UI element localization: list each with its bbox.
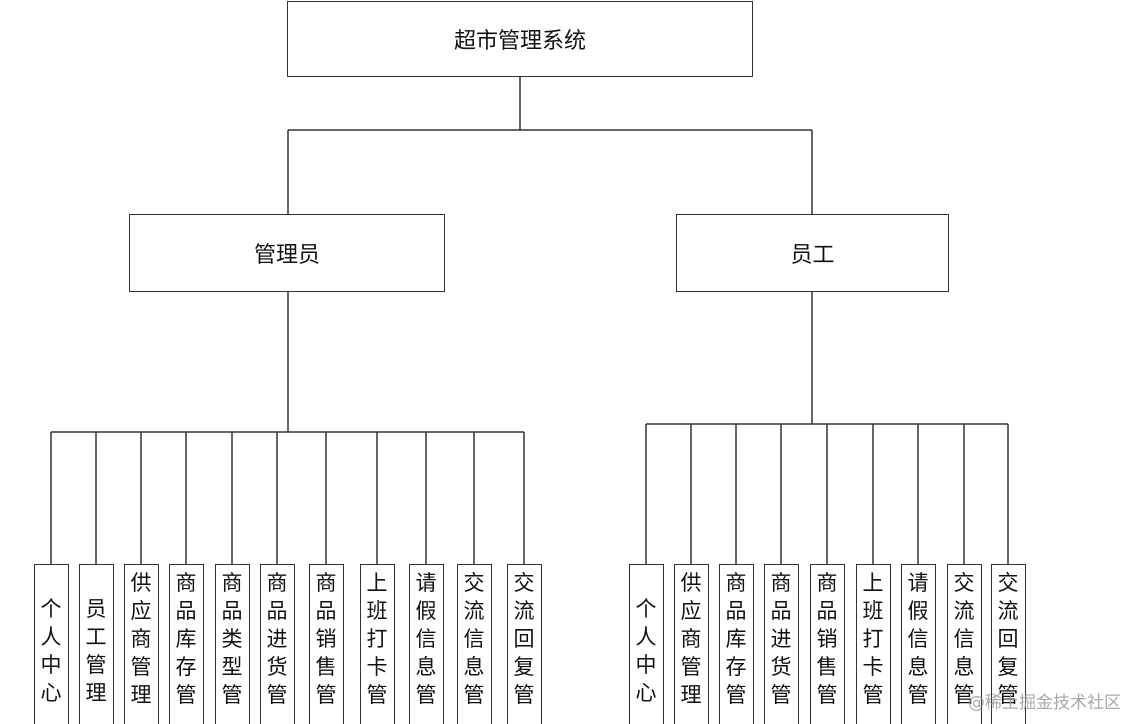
employee-function-label: 供 应 商 管 理 xyxy=(680,571,702,707)
admin-function-label: 商 品 进 货 管 xyxy=(266,571,288,707)
employee-function-label: 请 假 信 息 管 xyxy=(907,571,929,707)
admin-function-node: 交 流 信 息 管 xyxy=(456,564,492,724)
employee-function-node: 上 班 打 卡 管 xyxy=(855,564,891,724)
admin-function-label: 商 品 销 售 管 xyxy=(315,571,337,707)
employee-node: 员工 xyxy=(676,214,949,292)
employee-function-label: 商 品 库 存 管 xyxy=(725,571,747,707)
root-label: 超市管理系统 xyxy=(453,29,586,54)
employee-function-node: 商 品 销 售 管 xyxy=(809,564,845,724)
employee-function-node: 请 假 信 息 管 xyxy=(900,564,936,724)
admin-function-node: 个 人 中 心 xyxy=(33,564,69,724)
admin-function-node: 商 品 类 型 管 xyxy=(214,564,250,724)
employee-function-node: 交 流 信 息 管 xyxy=(946,564,982,724)
employee-function-label: 交 流 信 息 管 xyxy=(953,571,975,707)
admin-function-label: 请 假 信 息 管 xyxy=(415,571,437,707)
employee-function-label: 商 品 销 售 管 xyxy=(816,571,838,707)
admin-function-label: 员 工 管 理 xyxy=(85,597,107,705)
admin-function-label: 个 人 中 心 xyxy=(40,597,62,705)
employee-function-node: 交 流 回 复 管 xyxy=(990,564,1026,724)
employee-function-label: 个 人 中 心 xyxy=(635,597,657,705)
admin-function-label: 商 品 库 存 管 xyxy=(175,571,197,707)
admin-function-node: 供 应 商 管 理 xyxy=(123,564,159,724)
admin-function-node: 商 品 销 售 管 xyxy=(308,564,344,724)
root-node: 超市管理系统 xyxy=(287,1,753,77)
employee-function-node: 个 人 中 心 xyxy=(628,564,664,724)
employee-function-label: 交 流 回 复 管 xyxy=(997,571,1019,707)
admin-function-label: 商 品 类 型 管 xyxy=(221,571,243,707)
employee-function-label: 上 班 打 卡 管 xyxy=(862,571,884,707)
admin-function-label: 上 班 打 卡 管 xyxy=(366,571,388,707)
admin-function-node: 员 工 管 理 xyxy=(78,564,114,724)
employee-function-node: 供 应 商 管 理 xyxy=(673,564,709,724)
admin-node: 管理员 xyxy=(129,214,445,292)
admin-label: 管理员 xyxy=(253,243,320,268)
admin-function-node: 请 假 信 息 管 xyxy=(408,564,444,724)
admin-function-node: 商 品 库 存 管 xyxy=(168,564,204,724)
employee-function-node: 商 品 库 存 管 xyxy=(718,564,754,724)
watermark: @稀土掘金技术社区 xyxy=(968,693,1121,713)
admin-function-label: 交 流 回 复 管 xyxy=(513,571,535,707)
admin-function-label: 交 流 信 息 管 xyxy=(463,571,485,707)
admin-function-node: 上 班 打 卡 管 xyxy=(359,564,395,724)
admin-function-node: 商 品 进 货 管 xyxy=(259,564,295,724)
employee-label: 员工 xyxy=(790,243,835,268)
employee-function-node: 商 品 进 货 管 xyxy=(763,564,799,724)
admin-function-node: 交 流 回 复 管 xyxy=(506,564,542,724)
admin-function-label: 供 应 商 管 理 xyxy=(130,571,152,707)
employee-function-label: 商 品 进 货 管 xyxy=(770,571,792,707)
